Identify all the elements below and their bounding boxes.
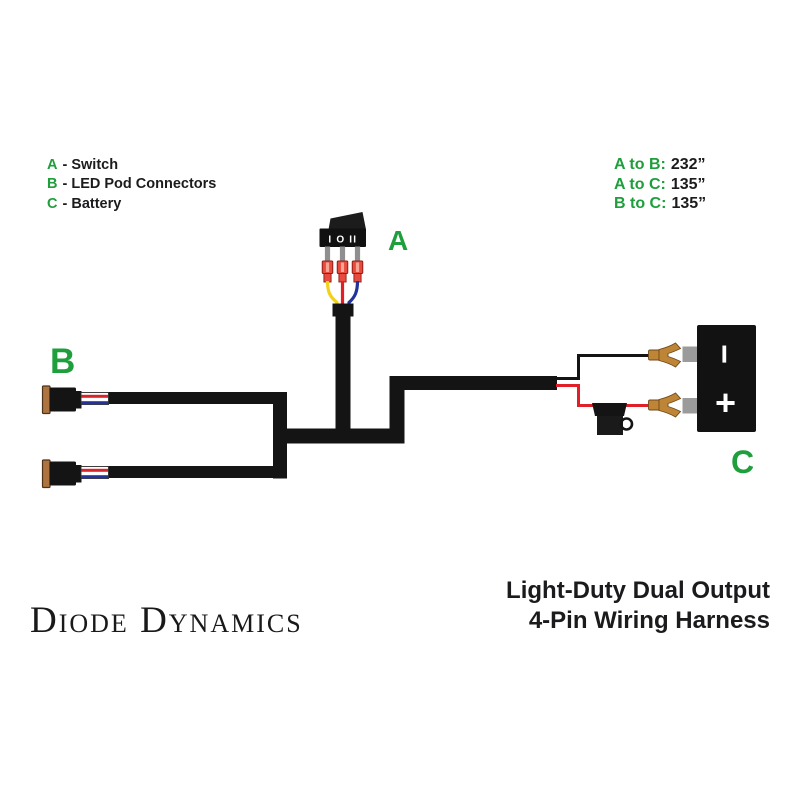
legend-text: - Battery: [62, 195, 122, 212]
switch-pins: [324, 246, 361, 262]
harness-wires: [107, 308, 557, 479]
connector-body: [49, 387, 76, 412]
switch-pin: [324, 246, 331, 262]
connector-body: [49, 461, 76, 486]
legend-item-battery: C - Battery: [47, 195, 216, 214]
measurement-b-to-c: B to C: 135”: [614, 194, 706, 214]
legend-text: - LED Pod Connectors: [62, 176, 217, 193]
switch-markings: I O II: [328, 234, 357, 245]
battery-positive-symbol: +: [715, 382, 736, 423]
connector-face-ring: [41, 385, 51, 415]
label-battery: C: [731, 444, 754, 480]
product-title-line2: 4-Pin Wiring Harness: [528, 607, 770, 634]
terminal-fork: [658, 392, 682, 418]
switch-wire-sleeve: [332, 303, 354, 317]
fuse-cap: [592, 403, 627, 416]
switch-pin: [354, 246, 361, 262]
brand-logo: Diode Dynamics: [30, 600, 303, 641]
wire-yellow: [325, 280, 339, 306]
product-title: Light-Duty Dual Output 4-Pin Wiring Harn…: [506, 576, 770, 636]
measurement-value: 232”: [670, 156, 706, 173]
wire-negative-lead: [556, 354, 653, 380]
legend-key: C: [47, 195, 58, 212]
connector-step: [75, 465, 82, 483]
measurement-a-to-b: A to B: 232”: [614, 155, 706, 175]
fork-terminal-negative: [648, 342, 682, 368]
measurement-label: A to C:: [614, 175, 666, 193]
exposed-wire-blue: [81, 401, 108, 405]
rocker-switch: I O II: [319, 212, 366, 317]
fuse-body: [597, 416, 623, 435]
legend-key: B: [47, 176, 58, 193]
battery: − +: [682, 325, 756, 432]
measurement-value: 135”: [670, 175, 706, 193]
connector-face-ring: [41, 459, 51, 489]
spade-terminals: [321, 260, 364, 283]
switch-pin: [339, 246, 346, 262]
led-pod-connector-top: [41, 385, 109, 415]
spade-terminal: [336, 260, 349, 283]
switch-rocker: [328, 212, 366, 230]
legend-key: A: [47, 157, 58, 173]
legend-item-led-pods: B - LED Pod Connectors: [47, 175, 216, 194]
connector-step: [75, 391, 82, 409]
wire-positive-lead: [556, 384, 652, 407]
battery-negative-symbol: −: [705, 344, 743, 364]
legend: A - Switch B - LED Pod Connectors C - Ba…: [47, 156, 216, 214]
fork-terminal-positive: [648, 392, 682, 418]
switch-wires: [325, 280, 360, 306]
measurement-label: A to B:: [614, 156, 666, 173]
spade-terminal: [351, 260, 364, 283]
exposed-wire-red: [81, 468, 108, 472]
battery-negative-post: [682, 346, 698, 362]
legend-text: - Switch: [62, 157, 119, 173]
led-pod-connector-bottom: [41, 459, 109, 489]
measurement-label: B to C:: [614, 195, 667, 213]
fuse-pull-ring: [619, 417, 634, 431]
product-title-line1: Light-Duty Dual Output: [506, 577, 770, 604]
terminal-fork: [658, 342, 682, 368]
exposed-wire-red: [81, 394, 108, 398]
label-led-connectors: B: [50, 342, 75, 381]
wire-blue: [347, 280, 360, 306]
measurement-a-to-c: A to C: 135”: [614, 175, 706, 195]
spade-terminal: [321, 260, 334, 283]
battery-positive-post: [682, 398, 698, 414]
battery-body: [697, 325, 756, 432]
legend-item-switch: A - Switch: [47, 156, 216, 175]
label-switch: A: [388, 225, 408, 256]
fuse-holder: [592, 403, 634, 435]
switch-body: [319, 228, 366, 247]
measurements: A to B: 232” A to C: 135” B to C: 135”: [614, 155, 706, 214]
exposed-wire-blue: [81, 475, 108, 479]
battery-leads: [556, 354, 653, 407]
measurement-value: 135”: [671, 195, 707, 213]
